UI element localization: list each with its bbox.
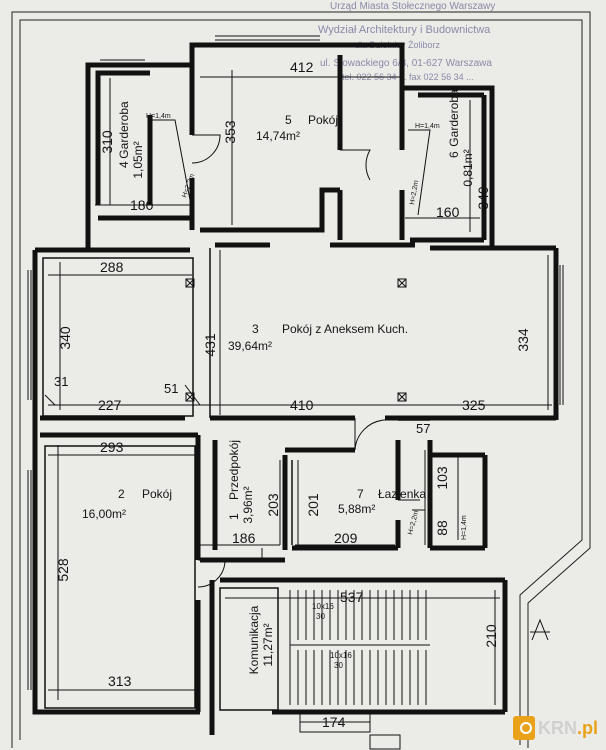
svg-text:288: 288	[100, 259, 124, 275]
key-icon	[513, 716, 535, 740]
svg-text:Garderoba: Garderoba	[447, 89, 461, 147]
krn-logo: KRN.pl	[513, 712, 598, 744]
svg-text:340: 340	[475, 186, 491, 210]
svg-text:5: 5	[285, 113, 292, 127]
svg-text:1: 1	[227, 513, 241, 520]
svg-text:3,96m²: 3,96m²	[241, 486, 255, 523]
dimension-lines	[44, 70, 552, 723]
svg-text:57: 57	[416, 421, 430, 436]
svg-text:88: 88	[434, 520, 450, 536]
svg-text:H=1,4m: H=1,4m	[146, 113, 171, 120]
room-garderoba-4: 310 4 Garderoba 1,05m² 180	[99, 101, 154, 213]
svg-text:2: 2	[118, 487, 125, 501]
room-garderoba-6: Garderoba 6 0,81m² 340 160	[436, 89, 491, 220]
svg-text:180: 180	[130, 197, 154, 213]
svg-text:tel. 022 56 34 ... fax 022 56: tel. 022 56 34 ... fax 022 56 34 ...	[342, 72, 474, 82]
svg-text:313: 313	[108, 673, 132, 689]
svg-text:174: 174	[322, 714, 346, 730]
svg-text:310: 310	[99, 130, 115, 154]
svg-text:Komunikacja: Komunikacja	[247, 605, 261, 674]
svg-text:410: 410	[290, 397, 314, 413]
svg-text:7: 7	[357, 487, 364, 501]
svg-text:4: 4	[117, 161, 131, 168]
svg-text:5,88m²: 5,88m²	[338, 502, 375, 516]
svg-text:431: 431	[202, 333, 218, 357]
height-notes: H=1,4m H=2,2m H=1,4m H=2,2m H=2,2m H=1,4…	[146, 113, 468, 540]
svg-text:Garderoba: Garderoba	[117, 101, 131, 159]
column-markers	[185, 278, 407, 402]
svg-text:10x16: 10x16	[330, 651, 352, 660]
svg-text:Wydział Architektury i Budowni: Wydział Architektury i Budownictwa	[318, 24, 491, 36]
room-pokoj-2: 293 528 2 Pokój 16,00m² 313	[55, 439, 172, 689]
svg-text:H=1,4m: H=1,4m	[461, 515, 468, 540]
svg-text:Pokój: Pokój	[308, 113, 338, 127]
svg-text:H=2,2m: H=2,2m	[409, 180, 420, 206]
room-pokoj-3: 288 340 431 334 3 Pokój z Aneksem Kuch. …	[54, 259, 531, 413]
svg-text:H=1,4m: H=1,4m	[415, 123, 440, 130]
svg-text:Urząd Miasta Stołecznego Warsz: Urząd Miasta Stołecznego Warszawy	[330, 1, 495, 12]
windows	[27, 35, 564, 690]
svg-text:30: 30	[316, 612, 325, 621]
svg-text:51: 51	[164, 381, 178, 396]
svg-text:160: 160	[436, 204, 460, 220]
svg-text:14,74m²: 14,74m²	[256, 129, 300, 143]
room-lazienka-7: 201 7 Łazienka 5,88m² 209 103 88 57	[305, 421, 450, 546]
svg-text:412: 412	[290, 59, 314, 75]
partitions	[42, 248, 430, 711]
room-pokoj-5: 412 353 5 Pokój 14,74m²	[222, 59, 338, 144]
svg-text:528: 528	[55, 558, 71, 582]
svg-text:293: 293	[100, 439, 124, 455]
logo-text: KRN.pl	[538, 717, 598, 738]
svg-text:186: 186	[232, 530, 256, 546]
svg-text:16,00m²: 16,00m²	[82, 507, 126, 521]
room-przedpokoj-1: Przedpokój 1 3,96m² 203 186	[227, 440, 281, 546]
svg-text:30: 30	[334, 661, 343, 670]
svg-text:6: 6	[447, 151, 461, 158]
north-marker	[530, 618, 550, 641]
svg-text:201: 201	[305, 493, 321, 517]
svg-text:353: 353	[222, 120, 238, 144]
svg-text:31: 31	[54, 374, 68, 389]
svg-text:10x16: 10x16	[312, 602, 334, 611]
svg-text:210: 210	[483, 624, 499, 648]
svg-text:0,81m²: 0,81m²	[461, 149, 475, 186]
svg-text:325: 325	[462, 397, 486, 413]
svg-text:103: 103	[434, 466, 450, 490]
svg-text:Łazienka: Łazienka	[378, 487, 426, 501]
room-komunikacja: 537 Komunikacja 11,27m² 210 174 10x16 30…	[247, 589, 499, 730]
plot-boundary	[11, 11, 591, 748]
walls	[32, 42, 559, 735]
svg-text:1,05m²: 1,05m²	[131, 141, 145, 178]
svg-text:3: 3	[252, 322, 259, 336]
svg-text:537: 537	[340, 589, 364, 605]
svg-text:ul. Słowackiego 6/8, 01-627 Wa: ul. Słowackiego 6/8, 01-627 Warszawa	[320, 58, 492, 69]
svg-text:39,64m²: 39,64m²	[228, 339, 272, 353]
svg-text:227: 227	[98, 397, 122, 413]
doors	[191, 134, 420, 588]
svg-text:Pokój: Pokój	[142, 487, 172, 501]
svg-text:Pokój z Aneksem Kuch.: Pokój z Aneksem Kuch.	[282, 322, 408, 336]
svg-text:Przedpokój: Przedpokój	[227, 440, 241, 500]
svg-text:334: 334	[515, 328, 531, 352]
svg-text:209: 209	[334, 530, 358, 546]
svg-text:11,27m²: 11,27m²	[261, 623, 275, 666]
svg-text:203: 203	[265, 493, 281, 517]
svg-text:340: 340	[57, 326, 73, 350]
